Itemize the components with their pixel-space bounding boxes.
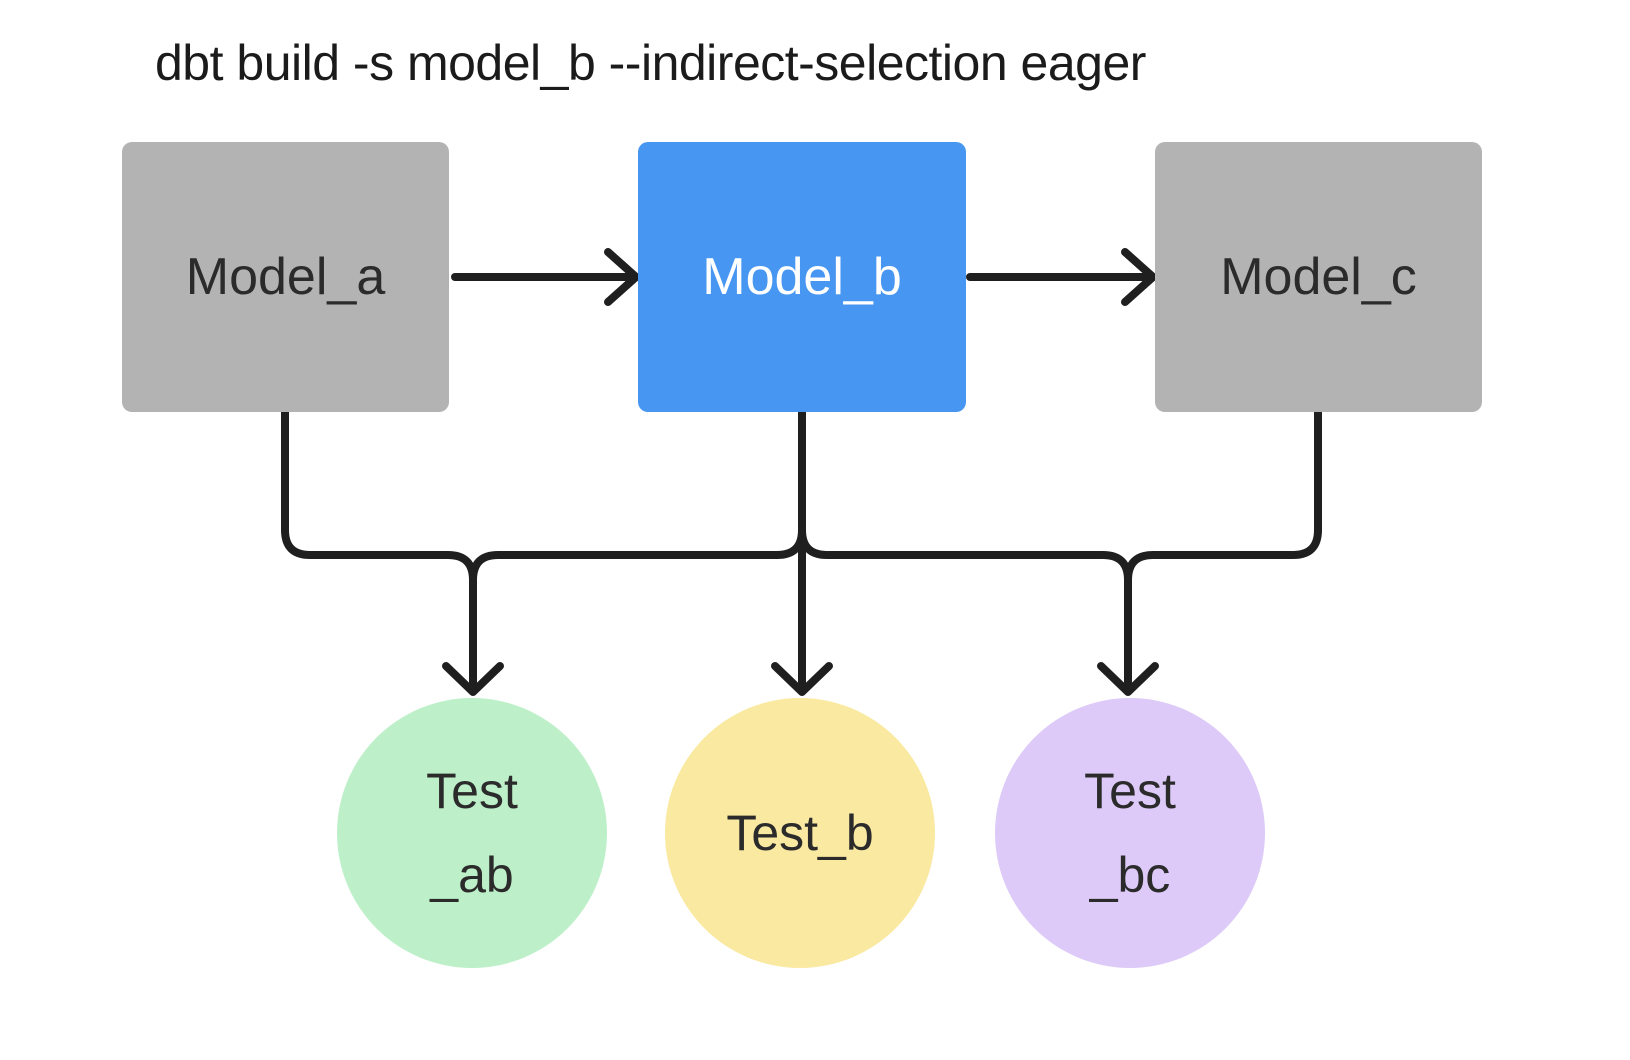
arrowhead-icon bbox=[604, 248, 640, 306]
arrowhead-icon bbox=[771, 662, 833, 696]
edge-model-b-test-ab bbox=[469, 526, 806, 692]
node-model-a: Model_a bbox=[122, 142, 449, 412]
diagram-title: dbt build -s model_b --indirect-selectio… bbox=[155, 35, 1146, 91]
node-model-c-label: Model_c bbox=[1220, 248, 1417, 306]
node-test-bc-label-line2: _bc bbox=[1089, 847, 1171, 903]
node-model-b-label: Model_b bbox=[702, 248, 902, 306]
arrowhead-icon bbox=[442, 662, 504, 696]
node-model-a-label: Model_a bbox=[185, 248, 386, 306]
arrowhead-icon bbox=[1097, 662, 1159, 696]
node-test-b-label: Test_b bbox=[726, 805, 874, 861]
node-test-bc: Test _bc bbox=[995, 698, 1265, 968]
edge-model-c-test-bc bbox=[1124, 408, 1322, 692]
edge-model-b-test-bc bbox=[798, 526, 1132, 692]
node-model-c: Model_c bbox=[1155, 142, 1482, 412]
node-model-b: Model_b bbox=[638, 142, 966, 412]
node-test-ab-label-line1: Test bbox=[426, 763, 518, 819]
node-test-ab-label-line2: _ab bbox=[430, 847, 514, 903]
node-test-bc-label-line1: Test bbox=[1084, 763, 1176, 819]
edge-model-a-test-ab bbox=[281, 408, 477, 692]
arrowhead-icon bbox=[1121, 248, 1157, 306]
node-test-ab: Test _ab bbox=[337, 698, 607, 968]
node-test-b: Test_b bbox=[665, 698, 935, 968]
